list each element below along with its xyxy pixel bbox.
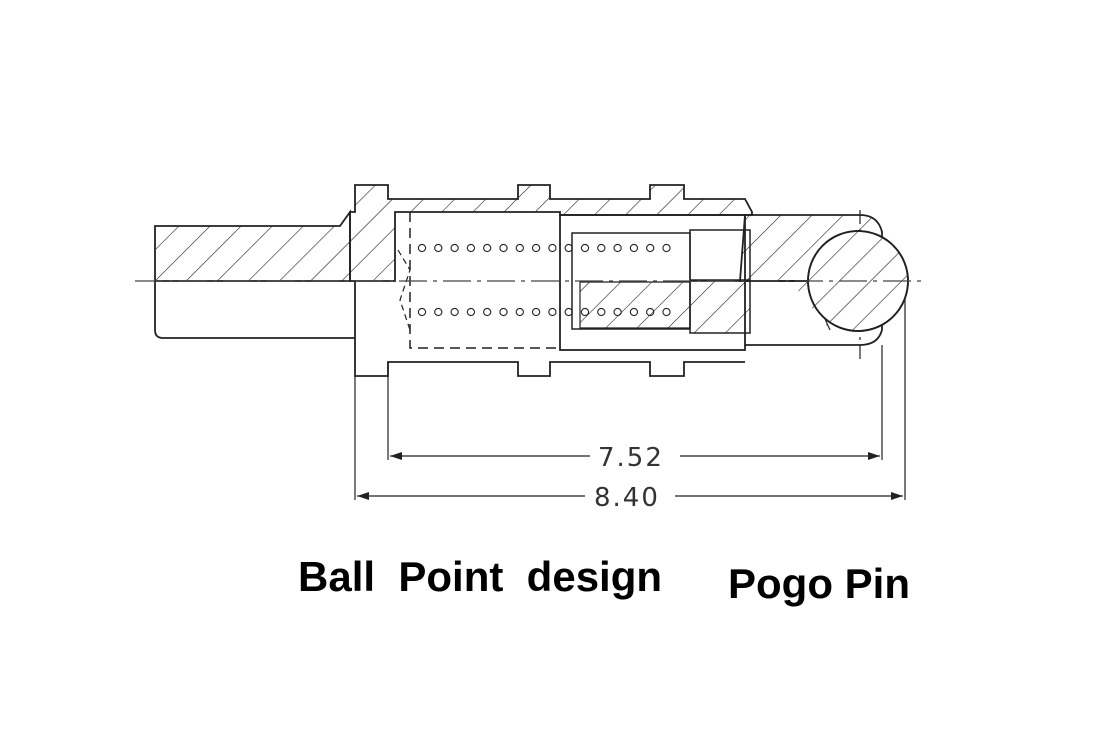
- spring-bore: [397, 212, 671, 349]
- caption-pogo-pin: Pogo Pin: [728, 560, 910, 607]
- spring-coil: [466, 307, 476, 317]
- spring-coil: [499, 307, 508, 317]
- dimension-inner: 7.52: [390, 443, 880, 473]
- spring-coil: [646, 243, 655, 253]
- barrel-section: [349, 184, 753, 500]
- spring-coil: [434, 243, 443, 253]
- spring-coil: [483, 243, 492, 253]
- spring-coil: [531, 307, 541, 317]
- spring-coil: [417, 307, 427, 317]
- tail-section: [154, 209, 355, 339]
- spring-coil: [662, 243, 671, 253]
- spring-coil: [580, 243, 590, 253]
- spring-coil: [548, 243, 557, 253]
- spring-coil: [564, 307, 573, 317]
- spring-coil: [450, 307, 459, 317]
- spring-coil: [450, 243, 459, 253]
- dimension-overall: 8.40: [357, 483, 903, 513]
- spring-coils-top: [417, 243, 671, 253]
- spring-coil: [434, 307, 443, 317]
- caption-ball-point-design: Ball Point design: [298, 553, 663, 600]
- spring-coil: [597, 243, 606, 253]
- spring-coil: [613, 243, 622, 253]
- spring-coil: [499, 243, 508, 253]
- spring-coil: [483, 307, 492, 317]
- spring-coil: [548, 307, 557, 317]
- spring-coil: [629, 243, 639, 253]
- spring-coil: [417, 243, 427, 253]
- spring-coil: [515, 307, 524, 317]
- spring-coil: [564, 243, 573, 253]
- dimension-overall-label: 8.40: [594, 483, 660, 513]
- spring-coil: [466, 243, 476, 253]
- dimension-inner-label: 7.52: [598, 443, 664, 473]
- plunger-sleeve: [559, 214, 751, 351]
- spring-coil: [515, 243, 524, 253]
- spring-coil: [531, 243, 541, 253]
